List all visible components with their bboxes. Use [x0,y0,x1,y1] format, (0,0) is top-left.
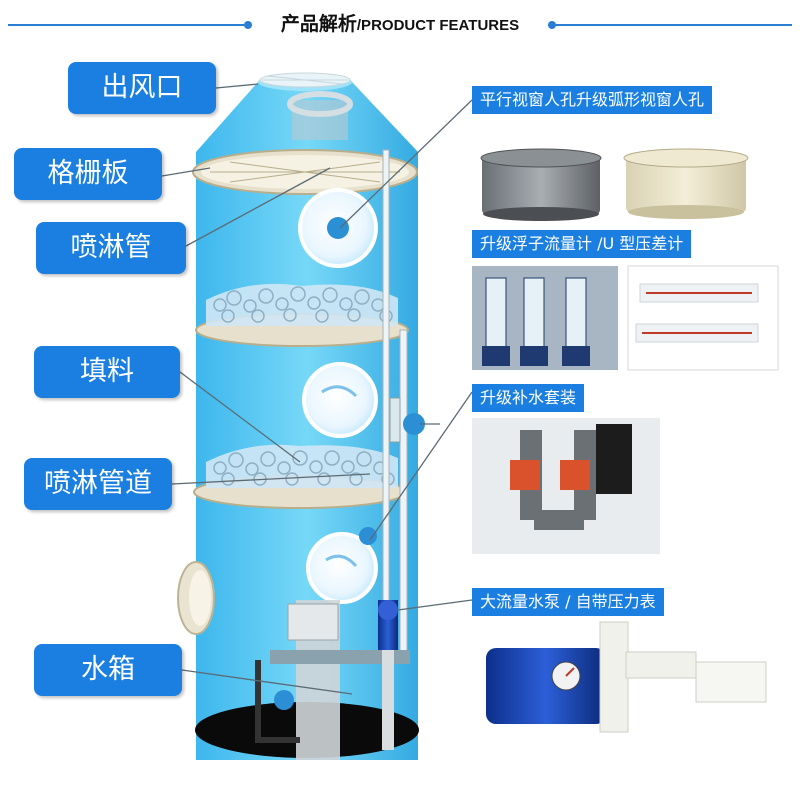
caption-manhole-window: 平行视窗人孔升级弧形视窗人孔 [472,86,713,114]
outlet-duct [287,91,353,140]
header-title-en: /PRODUCT FEATURES [356,17,520,34]
header-line-right [554,24,792,26]
packing-layer-1 [195,283,409,347]
label-grid-plate: 格栅板 [14,148,162,200]
label-water-tank: 水箱 [34,644,182,696]
header-dot-right [548,21,556,29]
spray-window-2 [302,362,378,438]
spray-window-1 [298,188,378,268]
manhole-photo-grey [480,148,602,221]
spray-window-3 [306,532,378,604]
packing-layer-2 [193,444,407,509]
header-title-cn: 产品解析 [280,13,357,35]
u-manometer-photo [627,265,779,371]
caption-makeup-water-kit: 升级补水套装 [472,384,585,412]
caption-pump: 大流量水泵 / 自带压力表 [472,588,664,616]
label-packing: 填料 [34,346,180,398]
header-dot-left [244,21,252,29]
label-outlet: 出风口 [68,62,216,114]
grid-plate [192,149,418,195]
caption-flowmeter: 升级浮子流量计 /U 型压差计 [472,230,692,258]
header-line-left [8,24,246,26]
label-spray-pipe: 喷淋管 [36,222,186,274]
leader-lines [161,83,473,695]
label-spray-pipeline: 喷淋管道 [24,458,172,510]
manhole-photo-cream [623,148,749,219]
spray-pipeline [359,149,425,661]
flowmeter-photo [472,266,618,370]
pump-photo [486,621,767,733]
water-tank [255,600,410,760]
side-inlet [177,561,215,635]
makeup-water-kit-photo [472,418,660,554]
header-title: 产品解析/PRODUCT FEATURES [268,8,532,40]
